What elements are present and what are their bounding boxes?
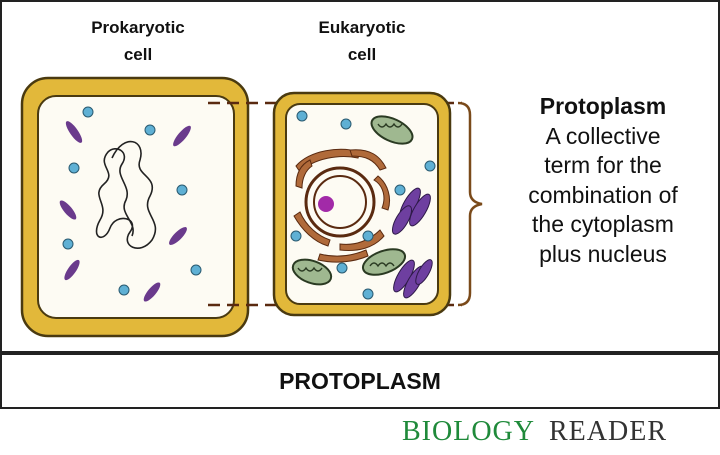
eukaryotic-cell-label: Eukaryotic cell [272, 14, 452, 68]
eukaryotic-label-line1: Eukaryotic [318, 18, 406, 37]
mitochondria-cristae [297, 122, 403, 272]
banner-box [0, 353, 720, 409]
description-title: Protoplasm [539, 93, 667, 119]
watermark-part1: BIOLOGY [402, 416, 535, 447]
description-line: the cytoplasm [532, 211, 674, 237]
prokaryotic-cell [20, 76, 250, 338]
description-line: plus nucleus [539, 240, 667, 267]
golgi-apparatus [391, 187, 433, 299]
eukaryote-ribosomes [290, 110, 436, 300]
banner-title: PROTOPLASM [279, 368, 441, 394]
description-line: term for the [544, 152, 662, 178]
description-line: combination of [528, 181, 678, 208]
protoplasm-bracket [457, 101, 483, 307]
endoplasmic-reticulum [293, 148, 391, 263]
watermark-part2: READER [549, 416, 667, 447]
nucleolus [318, 196, 334, 212]
eukaryotic-cell [272, 91, 452, 317]
protoplasm-description: Protoplasm A collective term for the com… [490, 92, 716, 269]
prokaryote-ribosomes [62, 106, 202, 296]
prokaryote-inclusions [59, 121, 191, 302]
watermark-logo: BIOLOGY READER [402, 416, 667, 448]
nucleoid-dna [95, 140, 157, 249]
prokaryotic-label-line1: Prokaryotic [91, 18, 185, 37]
eukaryotic-label-line2: cell [347, 45, 377, 64]
nucleus [304, 166, 376, 238]
prokaryotic-label-line2: cell [123, 45, 153, 64]
prokaryotic-cytoplasm [37, 95, 235, 319]
mitochondria [291, 115, 414, 286]
description-line: A collective [545, 122, 661, 149]
prokaryotic-cell-label: Prokaryotic cell [48, 14, 228, 68]
